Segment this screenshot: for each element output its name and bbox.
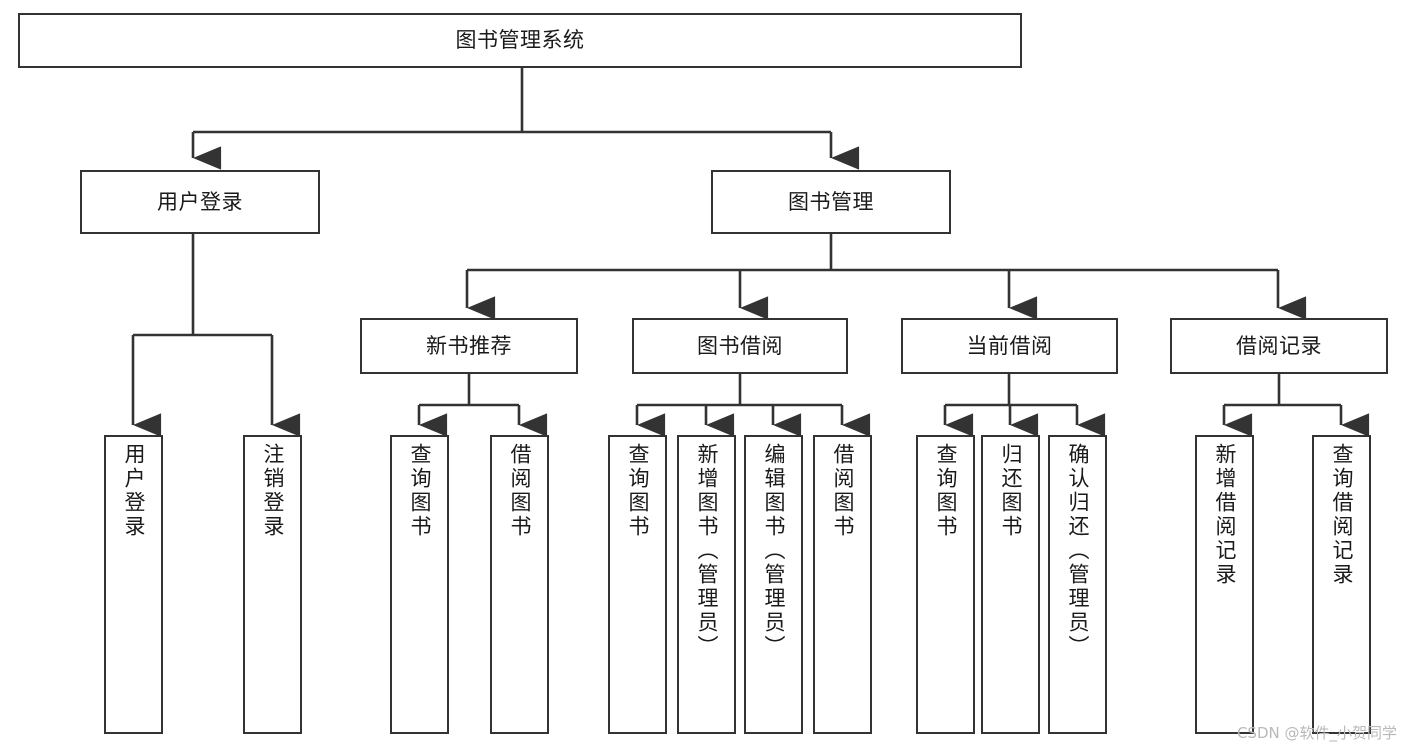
node-label: 注销登录	[261, 443, 285, 539]
node-label: 确认归还（管理员）	[1066, 443, 1090, 659]
node-leaf-return-book[interactable]: 归还图书	[981, 435, 1040, 734]
node-label: 新增图书（管理员）	[695, 443, 719, 659]
node-leaf-add-book-admin[interactable]: 新增图书（管理员）	[677, 435, 736, 734]
node-leaf-edit-book-admin[interactable]: 编辑图书（管理员）	[744, 435, 803, 734]
node-user-login[interactable]: 用户登录	[80, 170, 320, 234]
node-book-borrow[interactable]: 图书借阅	[632, 318, 848, 374]
node-leaf-query-book-current[interactable]: 查询图书	[916, 435, 975, 734]
node-label: 用户登录	[122, 443, 146, 539]
node-label: 新增借阅记录	[1213, 443, 1237, 587]
node-label: 用户登录	[157, 189, 243, 214]
node-label: 借阅图书	[508, 443, 532, 539]
node-borrow-record[interactable]: 借阅记录	[1170, 318, 1388, 374]
node-label: 当前借阅	[966, 333, 1053, 358]
node-leaf-query-borrow-record[interactable]: 查询借阅记录	[1312, 435, 1371, 734]
node-leaf-user-login[interactable]: 用户登录	[104, 435, 163, 734]
node-label: 查询借阅记录	[1330, 443, 1354, 587]
node-book-management[interactable]: 图书管理	[711, 170, 951, 234]
node-leaf-borrow-book[interactable]: 借阅图书	[813, 435, 872, 734]
node-label: 新书推荐	[426, 333, 512, 358]
node-label: 查询图书	[408, 443, 432, 539]
node-current-borrow[interactable]: 当前借阅	[901, 318, 1118, 374]
node-label: 编辑图书（管理员）	[762, 443, 786, 659]
node-label: 借阅图书	[831, 443, 855, 539]
node-leaf-confirm-return-admin[interactable]: 确认归还（管理员）	[1048, 435, 1107, 734]
node-label: 图书管理系统	[455, 28, 585, 53]
node-label: 借阅记录	[1236, 333, 1322, 358]
node-leaf-query-book-newbook[interactable]: 查询图书	[390, 435, 449, 734]
node-label: 查询图书	[626, 443, 650, 539]
node-label: 图书管理	[788, 189, 874, 214]
node-leaf-logout-login[interactable]: 注销登录	[243, 435, 302, 734]
node-label: 查询图书	[934, 443, 958, 539]
node-leaf-borrow-book-newbook[interactable]: 借阅图书	[490, 435, 549, 734]
node-label: 归还图书	[999, 443, 1023, 539]
node-leaf-query-book-borrow[interactable]: 查询图书	[608, 435, 667, 734]
node-root-book-management-system[interactable]: 图书管理系统	[18, 13, 1022, 68]
node-label: 图书借阅	[697, 333, 783, 358]
node-leaf-add-borrow-record[interactable]: 新增借阅记录	[1195, 435, 1254, 734]
node-new-book-recommend[interactable]: 新书推荐	[360, 318, 578, 374]
